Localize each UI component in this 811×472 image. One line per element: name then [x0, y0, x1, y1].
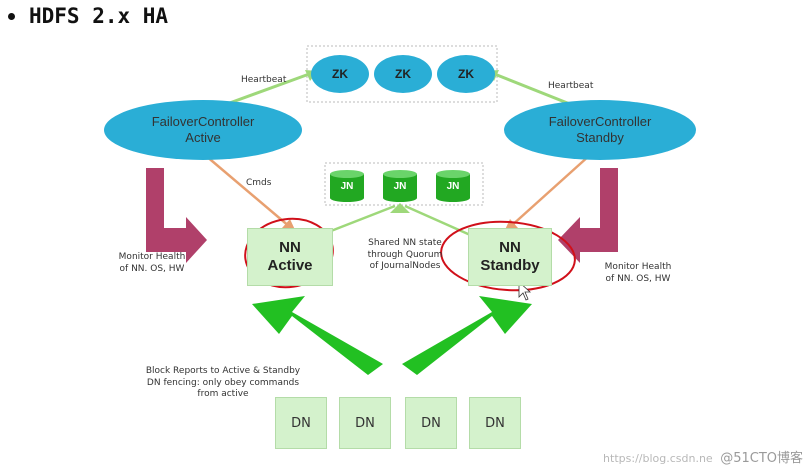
monitor-health-right-line2: of NN. OS, HW [605, 273, 671, 284]
watermark-url: https://blog.csdn.ne [603, 452, 713, 465]
cmds-label: Cmds [246, 178, 272, 188]
jn-cylinder-3 [436, 170, 470, 202]
nn-standby-box: NN Standby [468, 228, 552, 286]
failover-controller-standby-ellipse [504, 100, 696, 160]
monitor-health-right: Monitor Health of NN. OS, HW [590, 262, 686, 285]
zk-node-1 [311, 55, 369, 93]
cmds-line-standby [509, 154, 591, 228]
block-report-arrow-active [252, 296, 383, 375]
datanode-4: DN [469, 397, 521, 449]
watermark: https://blog.csdn.ne @51CTO博客 [603, 447, 803, 466]
failover-controller-standby-line2: Standby [576, 130, 624, 145]
shared-state-label: Shared NN state through Quorum of Journa… [355, 238, 455, 273]
failover-controller-active-line2: Active [185, 130, 221, 145]
datanode-1: DN [275, 397, 327, 449]
block-reports-label: Block Reports to Active & Standby DN fen… [128, 366, 318, 401]
nn-active-line1: NN [279, 239, 301, 256]
bullet-icon [8, 12, 15, 20]
nn-active-line2: Active [267, 257, 313, 274]
monitor-health-left-line2: of NN. OS, HW [119, 263, 185, 274]
zk-label-3: ZK [458, 67, 474, 81]
zk-node-3 [437, 55, 495, 93]
monitor-health-right-line1: Monitor Health [604, 262, 672, 272]
shared-state-line3: of JournalNodes [369, 261, 441, 271]
jn-label-1: JN [340, 181, 354, 192]
jn-arrowhead [390, 203, 410, 213]
cmds-line-active [204, 154, 291, 228]
block-reports-line2: DN fencing: only obey commands [146, 377, 300, 388]
highlight-circle-standby [440, 220, 576, 292]
watermark-brand: @51CTO博客 [720, 451, 803, 466]
jn-label-2: JN [393, 181, 407, 192]
nn-standby-line1: NN [499, 239, 521, 256]
zk-label-1: ZK [332, 67, 348, 81]
jn-cylinder-1 [330, 170, 364, 202]
failover-controller-active-ellipse [104, 100, 302, 160]
monitor-arrow-left [146, 168, 207, 263]
heartbeat-label-left: Heartbeat [241, 75, 287, 85]
block-reports-line3: from active [197, 389, 249, 399]
datanode-3: DN [405, 397, 457, 449]
nn-standby-line2: Standby [480, 257, 540, 274]
jn-label-3: JN [446, 181, 460, 192]
block-reports-line1: Block Reports to Active & Standby [145, 366, 301, 376]
failover-controller-standby-line1: FailoverController [548, 114, 652, 129]
heartbeat-label-right: Heartbeat [548, 81, 594, 91]
failover-controller-active: FailoverController Active [123, 114, 283, 146]
failover-controller-active-line1: FailoverController [151, 114, 255, 129]
shared-state-line1: Shared NN state [368, 238, 442, 248]
failover-controller-standby: FailoverController Standby [520, 114, 680, 146]
title-text: HDFS 2.x HA [29, 4, 169, 28]
slide-title: HDFS 2.x HA [8, 4, 168, 28]
mouse-cursor-icon [518, 281, 532, 301]
datanode-2: DN [339, 397, 391, 449]
monitor-health-left-line1: Monitor Health [118, 252, 186, 262]
jn-line-standby [404, 204, 478, 240]
shared-state-line2: through Quorum [367, 249, 443, 260]
monitor-arrow-right [558, 168, 618, 263]
nn-active-box: NN Active [247, 228, 333, 286]
monitor-health-left: Monitor Health of NN. OS, HW [104, 252, 200, 275]
zk-label-2: ZK [395, 67, 411, 81]
jn-cylinder-2 [383, 170, 417, 202]
zk-node-2 [374, 55, 432, 93]
block-report-arrow-standby [402, 296, 532, 375]
